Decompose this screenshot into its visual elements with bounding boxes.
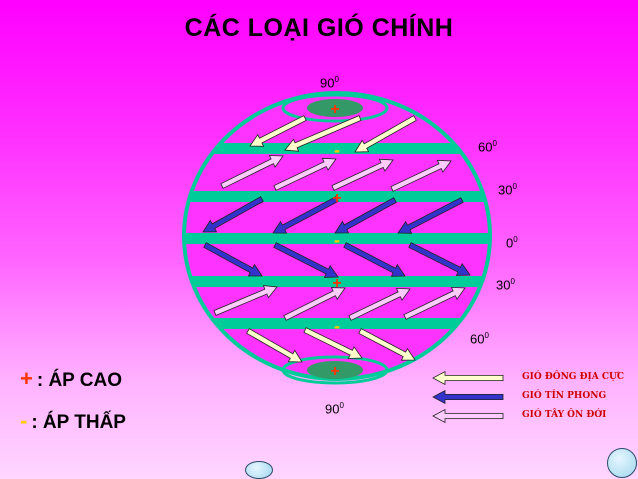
wind-arrows <box>202 115 471 363</box>
marker-equator: - <box>334 230 340 250</box>
low-pressure-symbol: - <box>20 408 28 433</box>
legend-trade-winds: GIÓ TÍN PHONG <box>522 391 607 401</box>
westerly-arrow <box>403 286 466 320</box>
westerly-arrow <box>348 287 411 321</box>
latitude-label-north-pole: 900 <box>320 75 339 91</box>
trade-wind-arrow <box>408 242 471 276</box>
westerly-arrow <box>220 155 284 189</box>
south-pole-cap <box>307 361 363 379</box>
slide-title: CÁC LOẠI GIÓ CHÍNH <box>184 14 454 42</box>
trade-wind-arrow <box>334 197 397 234</box>
trade-wind-arrow <box>202 196 264 233</box>
belt-south-60 <box>184 318 490 329</box>
westerly-arrow <box>273 157 337 191</box>
polar-easterly-arrow <box>354 115 417 153</box>
trade-wind-arrow <box>397 197 464 234</box>
marker-south-30: + <box>332 275 341 292</box>
marker-south-60: - <box>334 316 340 336</box>
wind-legend-arrows <box>432 370 504 424</box>
trade-wind-arrow <box>272 196 339 234</box>
polar-easterly-arrow <box>246 328 303 363</box>
westerly-arrow <box>213 285 278 316</box>
low-pressure-label: : ÁP THẤP <box>31 412 126 433</box>
polar-easterly-arrow <box>249 115 307 147</box>
south-pole-ring <box>281 355 389 385</box>
marker-north-60: - <box>334 140 340 160</box>
legend-high-pressure: +: ÁP CAO <box>20 366 122 392</box>
north-pole-ring <box>281 93 389 123</box>
latitude-label-south-60: 600 <box>470 331 489 347</box>
next-slide-button[interactable] <box>607 448 637 478</box>
prev-slide-button[interactable] <box>245 461 273 479</box>
trade-wind-arrow <box>343 242 406 277</box>
belt-equator <box>184 233 490 244</box>
legend-westerlies: GIÓ TÂY ÔN ĐỚI <box>522 410 607 420</box>
belt-north-60 <box>184 143 490 154</box>
trade-wind-arrow <box>203 242 263 277</box>
polar-easterly-arrow <box>303 327 363 359</box>
high-pressure-symbol: + <box>20 366 33 391</box>
westerly-arrow <box>390 159 452 192</box>
polar-easterly-arrow <box>284 115 362 152</box>
belt-north-30 <box>184 191 490 202</box>
legend-arrow-trade-winds <box>432 389 504 405</box>
westerly-arrow <box>283 287 346 321</box>
polar-easterly-arrow <box>358 328 416 361</box>
westerly-arrow <box>331 158 394 191</box>
north-pole-cap <box>307 99 363 117</box>
marker-south-pole: + <box>330 363 339 380</box>
belt-south-30 <box>184 276 490 287</box>
latitude-label-south-pole: 900 <box>325 401 344 417</box>
legend-arrow-westerlies <box>432 408 504 424</box>
legend-arrow-polar-easterlies <box>432 370 504 386</box>
marker-north-pole: + <box>330 101 339 118</box>
latitude-label-north-30: 300 <box>498 182 517 198</box>
trade-wind-arrow <box>273 242 339 278</box>
latitude-label-equator: 00 <box>506 235 518 251</box>
latitude-label-north-60: 600 <box>478 139 497 155</box>
legend-low-pressure: -: ÁP THẤP <box>20 408 126 434</box>
marker-north-30: + <box>332 190 341 207</box>
legend-polar-easterlies: GIÓ ĐÔNG ĐỊA CỰC <box>522 372 624 382</box>
high-pressure-label: : ÁP CAO <box>36 370 123 391</box>
latitude-label-south-30: 300 <box>496 277 515 293</box>
